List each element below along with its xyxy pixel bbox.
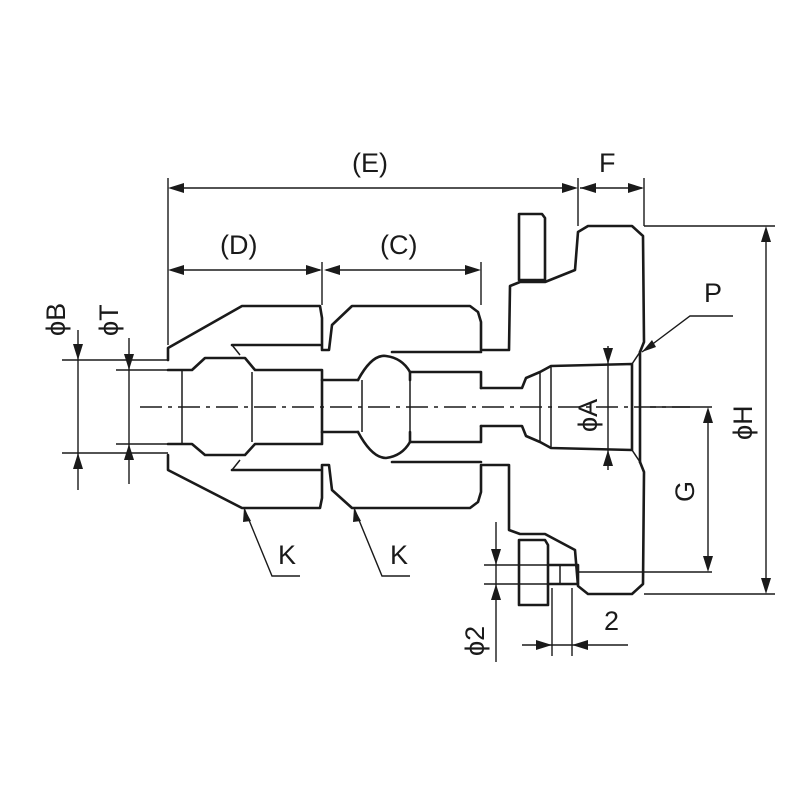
dimension-phi-b: ϕB xyxy=(41,303,168,490)
label-k-left: K xyxy=(278,540,296,570)
label-phi-t: ϕT xyxy=(94,304,124,336)
label-k-right: K xyxy=(390,540,408,570)
leader-p: P xyxy=(641,278,733,353)
label-phi-h: ϕH xyxy=(728,405,758,440)
dimension-d: (D) xyxy=(168,230,323,305)
dimension-c: (C) xyxy=(324,230,482,305)
label-f: F xyxy=(599,148,616,178)
label-phi-b: ϕB xyxy=(41,303,71,336)
dimension-phi-2: ϕ2 xyxy=(460,522,552,662)
dimension-phi-a: ϕA xyxy=(573,346,613,470)
label-e: (E) xyxy=(352,148,388,178)
label-2: 2 xyxy=(604,606,619,636)
label-phi-a: ϕA xyxy=(573,399,603,432)
label-c: (C) xyxy=(380,230,417,260)
label-g: G xyxy=(670,481,700,502)
dimension-phi-t: ϕT xyxy=(94,304,168,484)
dimension-f: F xyxy=(580,148,645,226)
dimension-g: G xyxy=(578,406,713,573)
dimension-e: (E) xyxy=(167,148,579,345)
dimension-phi-h: ϕH xyxy=(644,225,775,595)
leader-k-right: K xyxy=(353,507,410,577)
dimension-2: 2 xyxy=(522,588,628,656)
label-p: P xyxy=(704,278,722,308)
fitting-outline xyxy=(166,212,646,607)
label-d: (D) xyxy=(220,230,257,260)
leader-k-left: K xyxy=(243,507,300,577)
label-phi-2: ϕ2 xyxy=(460,626,490,656)
